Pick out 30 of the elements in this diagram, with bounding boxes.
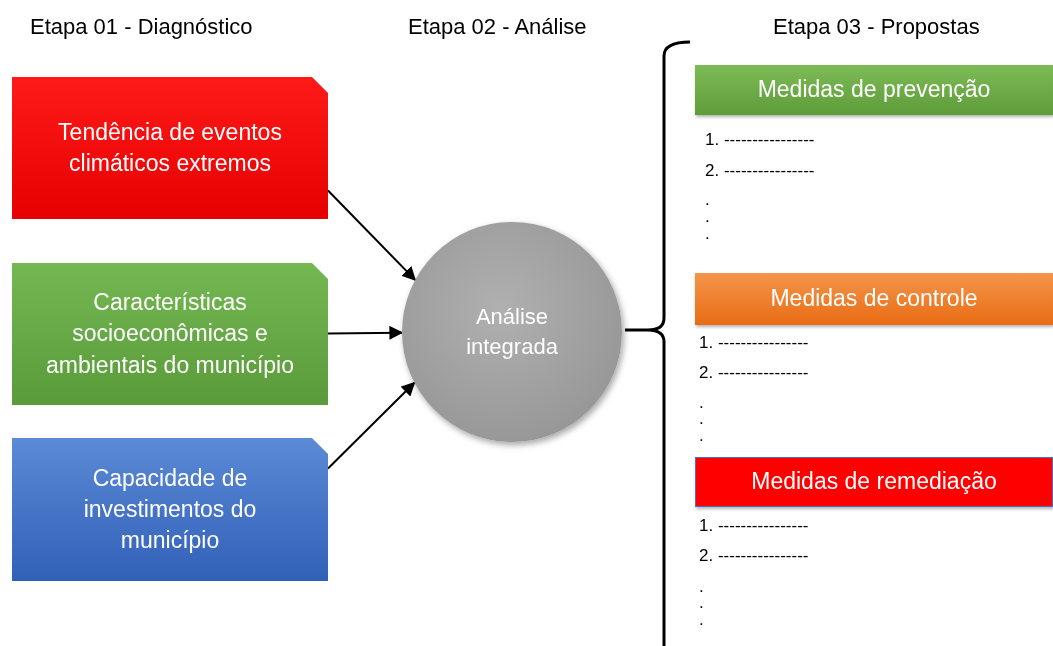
list-item: 1. ----------------	[699, 333, 809, 353]
category-header	[695, 65, 1053, 115]
process-box	[12, 77, 328, 219]
list-item: .	[705, 224, 710, 244]
arrow	[327, 381, 416, 470]
process-box	[12, 263, 328, 405]
arrow	[327, 189, 417, 281]
category-header	[695, 273, 1053, 325]
arrow	[327, 325, 404, 340]
process-box	[12, 438, 328, 581]
node-text: Capacidade de investimentos do município	[82, 463, 258, 555]
stage-heading: Etapa 02 - Análise	[408, 14, 587, 40]
node-text: Análise integrada	[465, 303, 559, 361]
category-header	[695, 457, 1053, 507]
node-text: Medidas de remediação	[751, 467, 997, 497]
list-item: .	[699, 426, 704, 446]
list-item: .	[699, 610, 704, 630]
list-item: 1. ----------------	[699, 516, 809, 536]
stage-heading: Etapa 01 - Diagnóstico	[30, 14, 253, 40]
list-item: .	[705, 207, 710, 227]
list-item: 1. ----------------	[705, 130, 815, 150]
list-item: 2. ----------------	[699, 546, 809, 566]
node-text: Tendência de eventos climáticos extremos	[57, 117, 283, 178]
node-text: Características socioeconômicas e ambientais do município	[45, 288, 295, 380]
node-text: Medidas de prevenção	[757, 75, 991, 105]
stage-heading: Etapa 03 - Propostas	[773, 14, 980, 40]
list-item: .	[705, 190, 710, 210]
node-text: Medidas de controle	[770, 284, 978, 314]
list-item: 2. ----------------	[699, 363, 809, 383]
list-item: 2. ----------------	[705, 161, 815, 181]
